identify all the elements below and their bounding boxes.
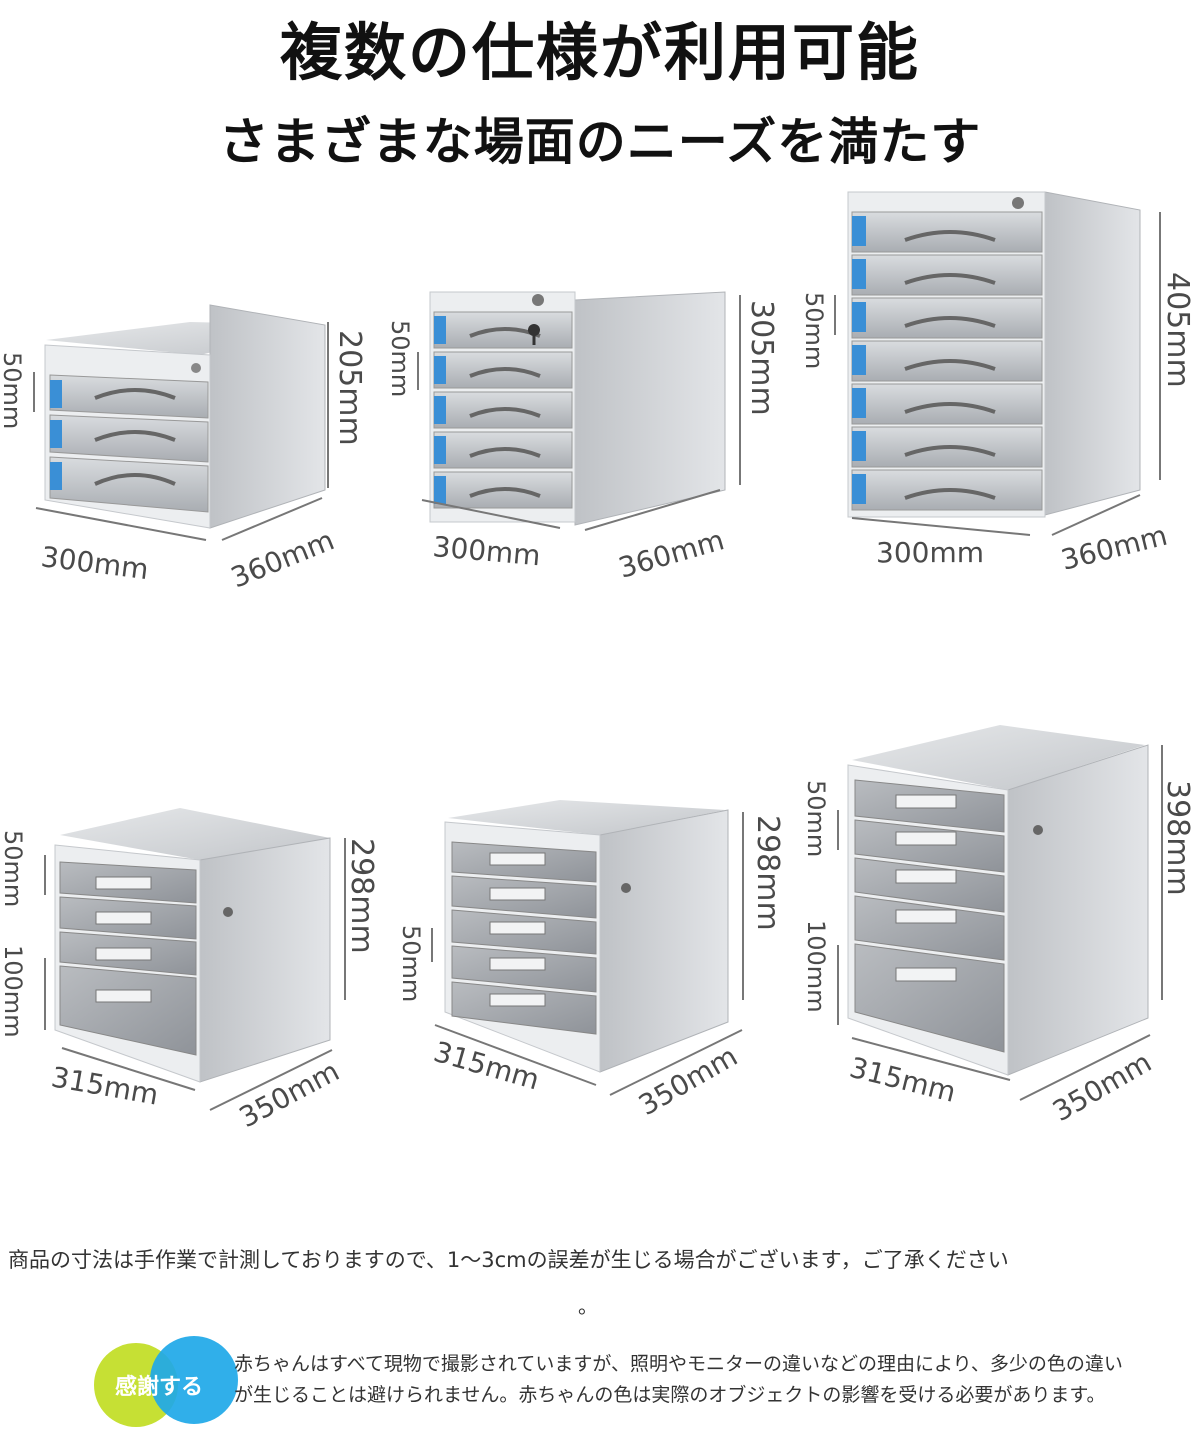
color-note-line1: 赤ちゃんはすべて現物で撮影されていますが、照明やモニターの違いなどの理由により、… [234, 1353, 1123, 1375]
color-note: 赤ちゃんはすべて現物で撮影されていますが、照明やモニターの違いなどの理由により、… [234, 1349, 1194, 1411]
dim-drawer-small: 50mm [802, 780, 830, 857]
dim-drawer: 50mm [386, 320, 414, 397]
dim-drawer-small: 50mm [397, 925, 425, 1002]
dim-height: 205mm [332, 330, 367, 446]
dim-depth: 360mm [1058, 519, 1171, 577]
dim-height: 298mm [344, 838, 379, 954]
page-title: 複数の仕様が利用可能 [279, 16, 920, 89]
cabinet-3-drawer [44, 304, 326, 529]
dim-depth: 360mm [615, 523, 728, 584]
dim-depth: 360mm [226, 523, 338, 594]
dimension-lines-top [33, 212, 1161, 541]
dim-height: 298mm [750, 815, 785, 931]
dim-drawer: 50mm [0, 352, 26, 429]
dim-width: 315mm [49, 1060, 161, 1111]
dimension-lines-bottom [44, 745, 1163, 1111]
dim-drawer-small: 50mm [0, 830, 27, 907]
color-note-line2: が生じることは避けられません。赤ちゃんの色は実際のオブジェクトの影響を受ける必要… [234, 1384, 1106, 1406]
dim-drawer: 50mm [800, 292, 828, 369]
dim-height: 305mm [744, 300, 779, 416]
cabinet-5-drawer-b [444, 800, 729, 1073]
cabinet-5-drawer [429, 291, 726, 526]
thanks-badge-label: 感謝する [114, 1375, 203, 1400]
cabinet-7-drawer [847, 191, 1141, 518]
dim-drawer-large: 100mm [0, 945, 27, 1038]
dim-height: 405mm [1160, 272, 1195, 388]
dim-depth: 350mm [234, 1054, 345, 1134]
dim-width: 315mm [846, 1051, 959, 1109]
cabinet-4-drawer-b [54, 808, 331, 1083]
dim-width: 300mm [39, 540, 150, 586]
measurement-note-end: 。 [578, 1294, 598, 1318]
dim-width: 300mm [876, 536, 984, 569]
thanks-badge [94, 1336, 238, 1427]
dim-width: 300mm [431, 530, 541, 572]
page-subtitle: さまざまな場面のニーズを満たす [218, 113, 982, 171]
dim-drawer-large: 100mm [802, 920, 830, 1013]
cabinet-5-drawer-c [847, 725, 1149, 1076]
measurement-note: 商品の寸法は手作業で計測しておりますので、1〜3cmの誤差が生じる場合がございま… [8, 1248, 1009, 1272]
dim-height: 398mm [1160, 780, 1195, 896]
dim-depth: 350mm [1047, 1045, 1157, 1128]
